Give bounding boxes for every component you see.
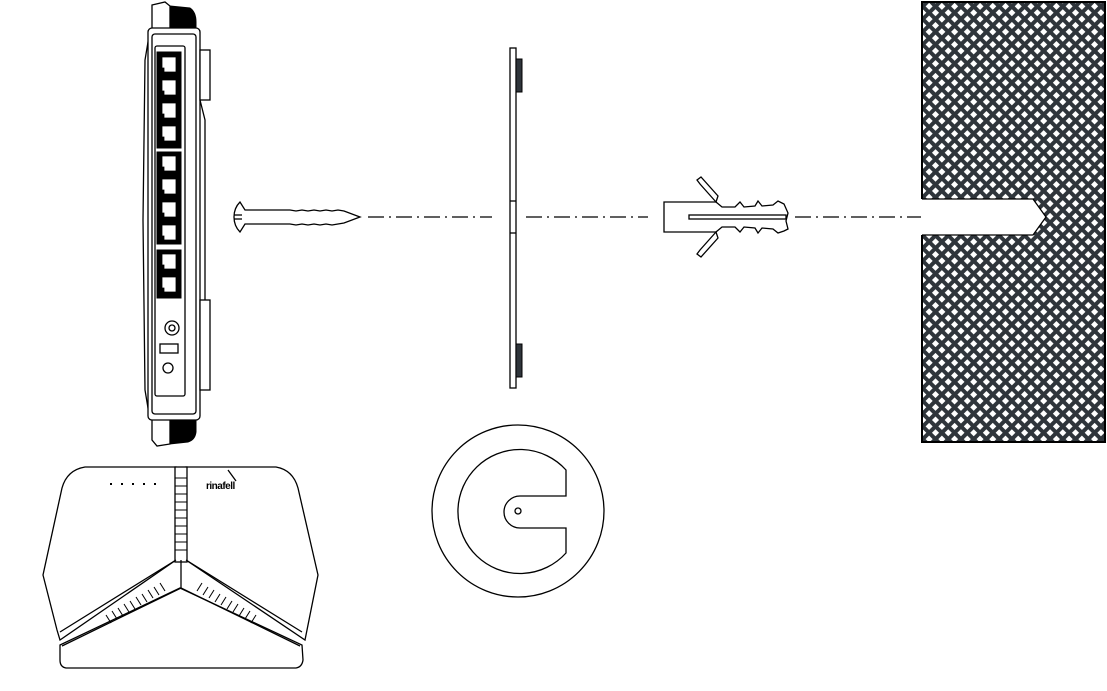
wall-anchor <box>663 176 789 258</box>
reset-button-icon <box>162 362 174 374</box>
ethernet-ports <box>156 51 182 299</box>
wall <box>921 1 1106 443</box>
switch-icon <box>159 343 179 354</box>
led-indicators <box>110 483 156 485</box>
router-side-view <box>142 1 211 447</box>
mounting-plate-side <box>509 47 523 389</box>
screw-hole-icon <box>514 507 522 515</box>
screw <box>233 200 362 234</box>
router-front-view: rinafell <box>42 466 319 669</box>
brand-logo: rinafell <box>206 481 236 492</box>
power-jack-icon <box>164 320 180 336</box>
adhesive-pad <box>515 58 523 93</box>
mounting-plate-front <box>431 424 605 598</box>
adhesive-pad <box>515 343 523 378</box>
